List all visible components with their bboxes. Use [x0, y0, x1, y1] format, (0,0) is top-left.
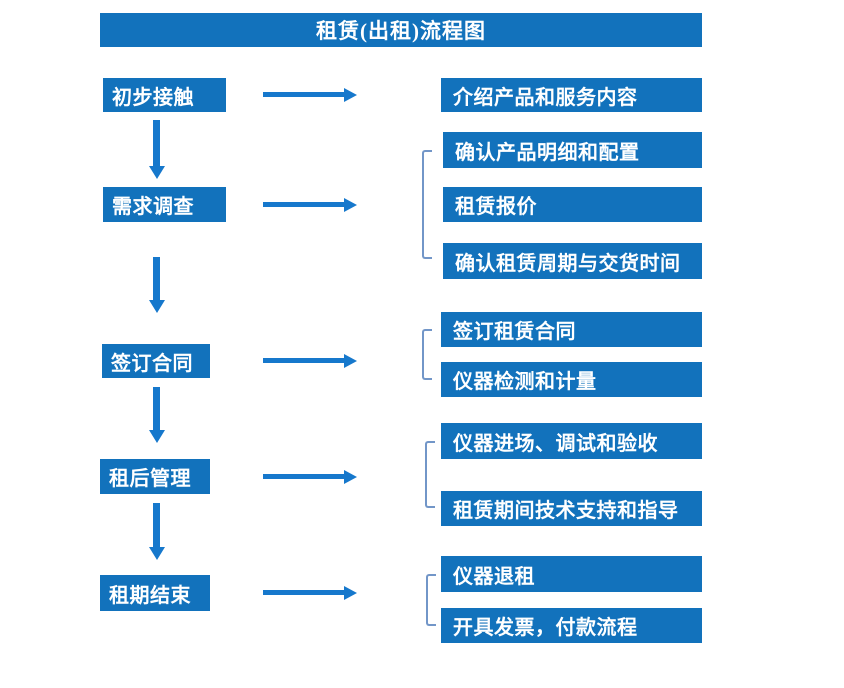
flow-step-5: 租期结束 — [100, 575, 210, 611]
arrow-right-icon — [263, 474, 344, 479]
group-bracket — [422, 150, 432, 259]
group-bracket — [425, 441, 435, 508]
output-box-4-1: 仪器进场、调试和验收 — [441, 423, 702, 459]
output-box-2-1: 确认产品明细和配置 — [443, 132, 702, 168]
arrow-right-icon — [263, 202, 344, 207]
output-box-5-1: 仪器退租 — [441, 556, 702, 592]
output-box-4-2: 租赁期间技术支持和指导 — [441, 491, 702, 526]
output-box-1-1: 介绍产品和服务内容 — [441, 78, 702, 112]
group-bracket — [426, 574, 436, 626]
arrow-down-icon — [153, 257, 160, 300]
output-box-2-3: 确认租赁周期与交货时间 — [443, 243, 702, 279]
output-box-3-1: 签订租赁合同 — [441, 312, 702, 347]
arrow-right-icon — [263, 358, 344, 363]
flow-step-3: 签订合同 — [102, 344, 210, 378]
group-bracket — [422, 329, 432, 380]
flow-step-2: 需求调查 — [103, 187, 226, 222]
flow-step-4: 租后管理 — [100, 459, 210, 494]
flow-step-1: 初步接触 — [103, 78, 226, 112]
arrow-right-icon — [263, 590, 344, 595]
arrow-right-icon — [263, 92, 344, 97]
output-box-2-2: 租赁报价 — [443, 187, 702, 222]
output-box-3-2: 仪器检测和计量 — [441, 362, 702, 397]
page-title: 租赁(出租)流程图 — [100, 13, 702, 47]
output-box-5-2: 开具发票，付款流程 — [441, 608, 702, 643]
arrow-down-icon — [153, 387, 160, 430]
arrow-down-icon — [153, 503, 160, 547]
arrow-down-icon — [153, 120, 160, 166]
